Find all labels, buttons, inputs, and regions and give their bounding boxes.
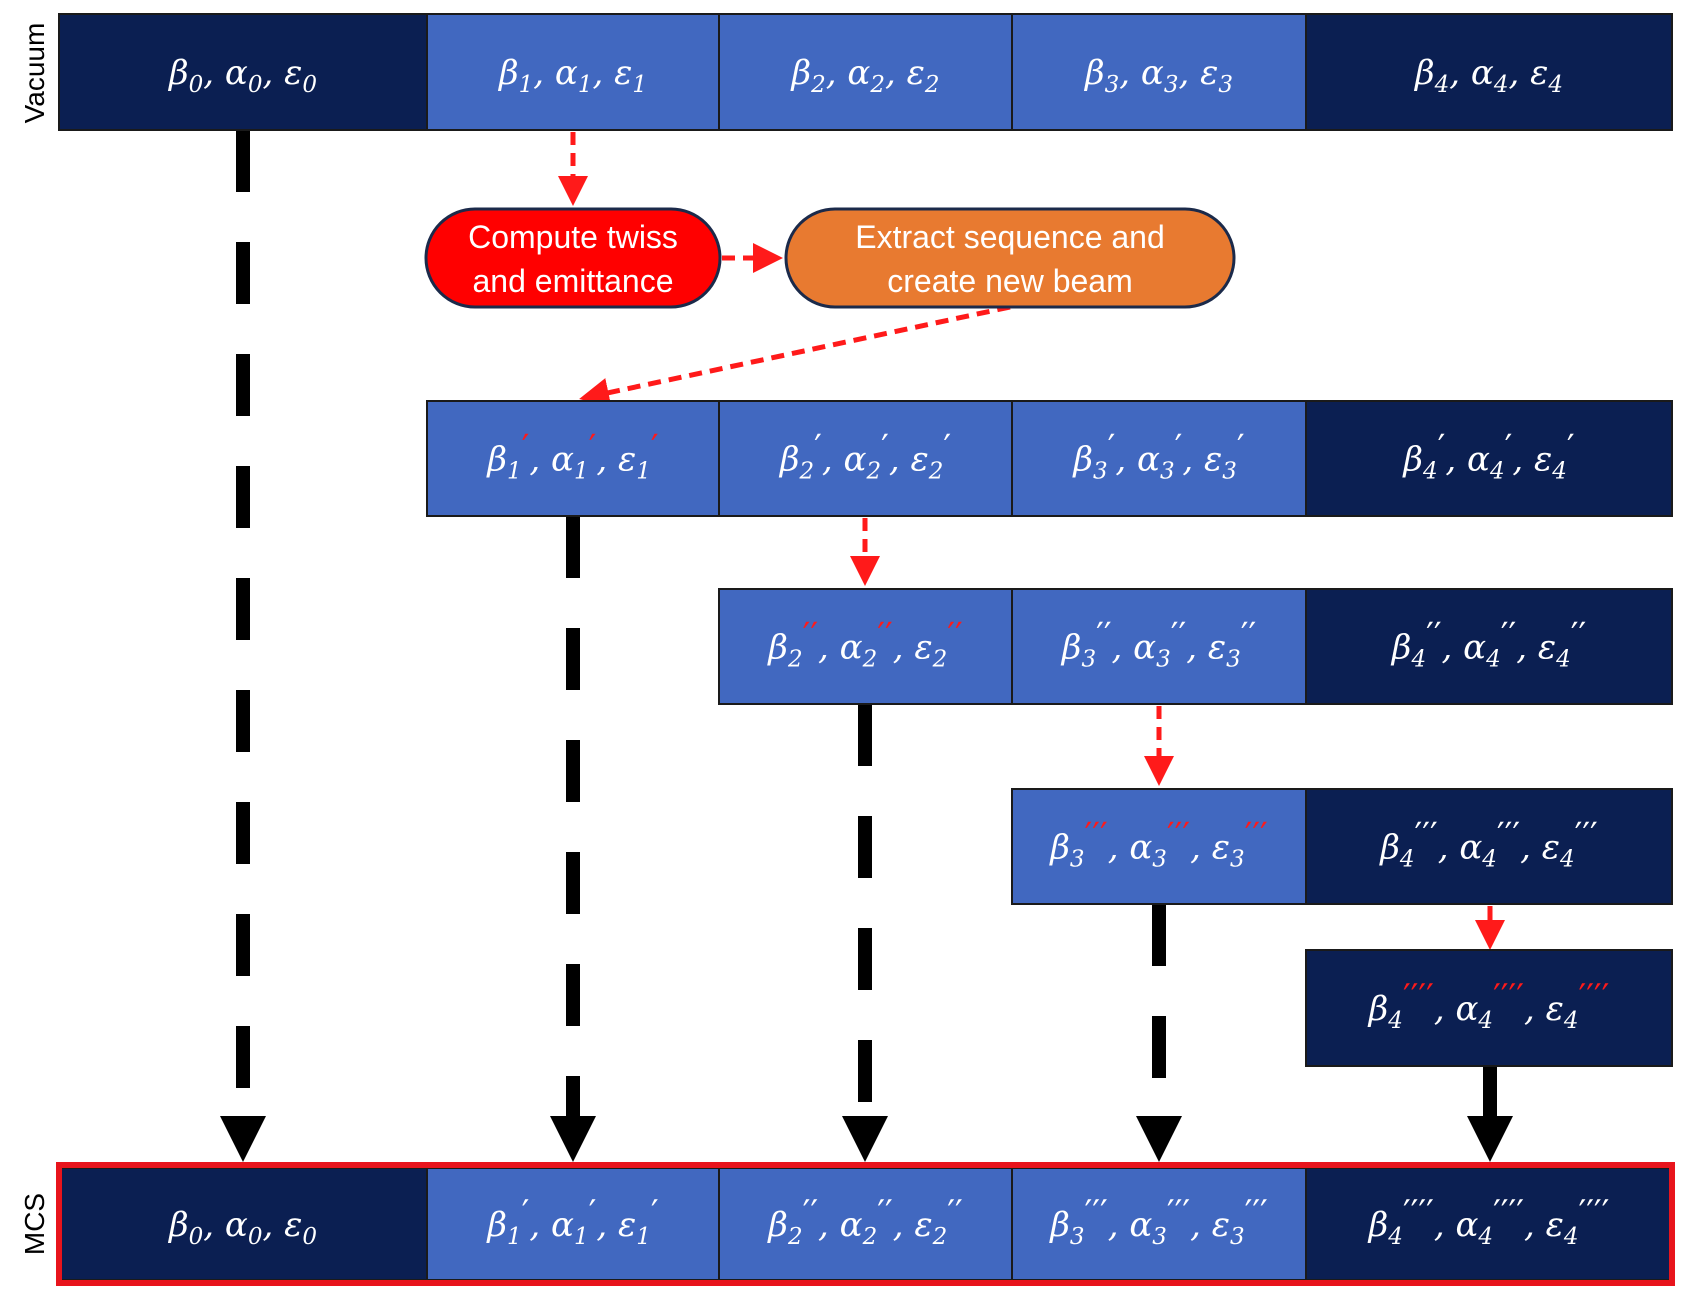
cell-pass-2-3: β3′′, α3′′, ε3′′ xyxy=(1011,588,1307,705)
svg-text:β1′, α1′, ε1′: β1′, α1′, ε1′ xyxy=(485,428,658,485)
svg-text:β4′, α4′, ε4′: β4′, α4′, ε4′ xyxy=(1401,428,1574,485)
arrows-layer xyxy=(220,130,1513,1162)
cell-vacuum-2: β2, α2, ε2 xyxy=(718,13,1013,131)
svg-text:β3′′′, α3′′′, ε3′′′: β3′′′, α3′′′, ε3′′′ xyxy=(1048,1193,1268,1250)
svg-text:β4′′, α4′′, ε4′′: β4′′, α4′′, ε4′′ xyxy=(1390,616,1586,673)
cell-pass-3-4: β4′′′, α4′′′, ε4′′′ xyxy=(1305,788,1673,905)
flow-arrowhead-2 xyxy=(842,1116,888,1162)
svg-text:β4′′′′, α4′′′′, ε4′′′′: β4′′′′, α4′′′′, ε4′′′′ xyxy=(1367,977,1610,1034)
cell-pass-2-2: β2′′, α2′′, ε2′′ xyxy=(718,588,1013,705)
extract-sequence-step: Extract sequence and create new beam xyxy=(784,207,1236,309)
svg-text:β2′′, α2′′, ε2′′: β2′′, α2′′, ε2′′ xyxy=(766,1193,962,1250)
svg-text:β0, α0, ε0: β0, α0, ε0 xyxy=(167,53,317,98)
compute-step-line-1: Compute twiss xyxy=(468,219,678,255)
cell-pass-1-1: β1′, α1′, ε1′ xyxy=(426,400,720,517)
compute-twiss-step: Compute twiss and emittance xyxy=(424,207,722,309)
cell-pass-1-2: β2′, α2′, ε2′ xyxy=(718,400,1013,517)
svg-text:β2, α2, ε2: β2, α2, ε2 xyxy=(789,53,939,98)
svg-text:β1′, α1′, ε1′: β1′, α1′, ε1′ xyxy=(485,1193,658,1250)
svg-text:β0, α0, ε0: β0, α0, ε0 xyxy=(167,1205,317,1250)
cell-vacuum-0: β0, α0, ε0 xyxy=(58,13,428,131)
svg-text:β4′′′, α4′′′, ε4′′′: β4′′′, α4′′′, ε4′′′ xyxy=(1378,816,1598,873)
svg-text:β3′′, α3′′, ε3′′: β3′′, α3′′, ε3′′ xyxy=(1060,616,1256,673)
cell-pass-3-3: β3′′′, α3′′′, ε3′′′ xyxy=(1011,788,1307,905)
vacuum-label: Vacuum xyxy=(19,23,50,124)
cell-vacuum-3: β3, α3, ε3 xyxy=(1011,13,1307,131)
mcs-label: MCS xyxy=(19,1193,50,1255)
cell-mcs-4: β4′′′′, α4′′′′, ε4′′′′ xyxy=(1305,1167,1673,1281)
flow-arrowhead-4 xyxy=(1467,1116,1513,1162)
mcs-highlight-border xyxy=(56,1162,1675,1286)
cells-layer: β0, α0, ε0 β1, α1, ε1 β2, α2, ε2 β3, α3, ε3… xyxy=(58,13,1673,1281)
cell-pass-2-4: β4′′, α4′′, ε4′′ xyxy=(1305,588,1673,705)
cell-vacuum-1: β1, α1, ε1 xyxy=(426,13,720,131)
compute-step-line-2: and emittance xyxy=(472,263,673,299)
cell-pass-1-3: β3′, α3′, ε3′ xyxy=(1011,400,1307,517)
cell-mcs-3: β3′′′, α3′′′, ε3′′′ xyxy=(1011,1167,1307,1281)
svg-text:β3′′′, α3′′′, ε3′′′: β3′′′, α3′′′, ε3′′′ xyxy=(1048,816,1268,873)
cell-pass-1-4: β4′, α4′, ε4′ xyxy=(1305,400,1673,517)
svg-text:β3, α3, ε3: β3, α3, ε3 xyxy=(1083,53,1233,98)
svg-text:β2′, α2′, ε2′: β2′, α2′, ε2′ xyxy=(778,428,951,485)
svg-text:β2′′, α2′′, ε2′′: β2′′, α2′′, ε2′′ xyxy=(766,616,962,673)
svg-text:β4, α4, ε4: β4, α4, ε4 xyxy=(1413,53,1563,98)
cell-mcs-0: β0, α0, ε0 xyxy=(58,1167,428,1281)
flow-arrowhead-1 xyxy=(550,1116,596,1162)
process-arrow-2 xyxy=(579,304,1011,408)
cell-vacuum-4: β4, α4, ε4 xyxy=(1305,13,1673,131)
svg-text:β3′, α3′, ε3′: β3′, α3′, ε3′ xyxy=(1071,428,1244,485)
svg-text:β1, α1, ε1: β1, α1, ε1 xyxy=(497,53,647,98)
flow-arrowhead-0 xyxy=(220,1116,266,1162)
extract-step-line-2: create new beam xyxy=(887,263,1132,299)
flow-arrowhead-3 xyxy=(1136,1116,1182,1162)
cell-mcs-2: β2′′, α2′′, ε2′′ xyxy=(718,1167,1013,1281)
cell-pass-4-4: β4′′′′, α4′′′′, ε4′′′′ xyxy=(1305,949,1673,1067)
svg-text:β4′′′′, α4′′′′, ε4′′′′: β4′′′′, α4′′′′, ε4′′′′ xyxy=(1367,1193,1610,1250)
extract-step-line-1: Extract sequence and xyxy=(855,219,1165,255)
cell-mcs-1: β1′, α1′, ε1′ xyxy=(426,1167,720,1281)
